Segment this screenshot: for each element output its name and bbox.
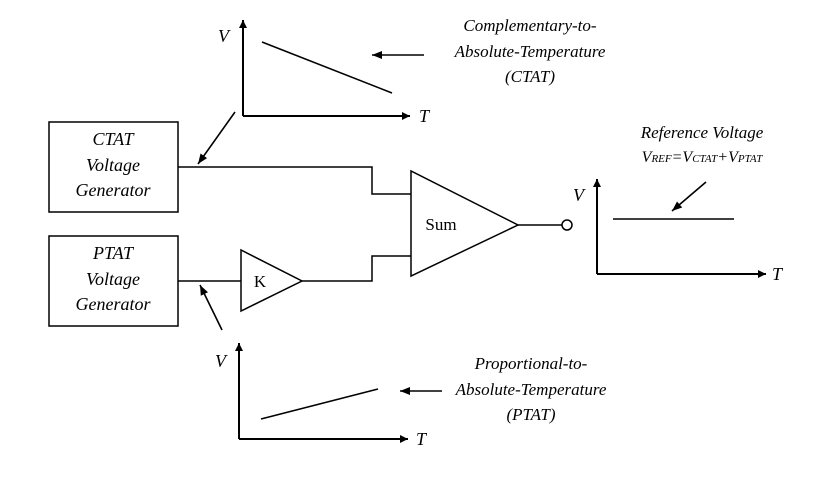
ptat-generator-line2: Voltage: [86, 269, 140, 289]
gain-to-sum-wire: [302, 255, 411, 282]
reference-y-axis-label: V: [573, 185, 586, 205]
sum-label: Sum: [425, 215, 456, 234]
ptat-curve: [260, 388, 379, 420]
gain-block: K: [240, 248, 304, 313]
ctat-generator-line1: CTAT: [92, 129, 135, 149]
ptat-caption-line1: Proportional-to-: [474, 354, 588, 373]
ctat-pointer-arrow: [197, 111, 236, 165]
reference-voltage-title: Reference Voltage: [640, 123, 764, 142]
reference-voltage-graph: Reference Voltage VREF=VCTAT+VPTAT V T: [573, 123, 784, 284]
sum-block: Sum: [410, 169, 520, 278]
reference-x-axis-label: T: [772, 264, 784, 284]
ptat-caption-line3: (PTAT): [506, 405, 555, 424]
ptat-graph: V T Proportional-to- Absolute-Temperatur…: [215, 343, 607, 449]
ctat-curve: [261, 41, 393, 94]
ctat-generator-line3: Generator: [76, 180, 152, 200]
sum-triangle: [410, 169, 520, 278]
ctat-x-axis-label: T: [419, 106, 431, 126]
ctat-y-axis-label: V: [218, 26, 231, 46]
ptat-y-axis-label: V: [215, 351, 228, 371]
reference-pointer-arrow: [671, 181, 707, 212]
gain-label: K: [254, 272, 267, 291]
ctat-generator-block: CTAT Voltage Generator: [48, 121, 179, 213]
ctat-caption-line1: Complementary-to-: [463, 16, 596, 35]
reference-voltage-equation: VREF=VCTAT+VPTAT: [642, 149, 764, 166]
ctat-graph: V T Complementary-to- Absolute-Temperatu…: [218, 16, 606, 126]
gain-triangle: [240, 248, 304, 313]
ptat-pointer-arrow: [199, 284, 223, 331]
ptat-x-axis-label: T: [416, 429, 428, 449]
output-terminal: [561, 219, 573, 231]
ctat-generator-line2: Voltage: [86, 155, 140, 175]
ctat-caption-line3: (CTAT): [505, 67, 555, 86]
ptat-generator-block: PTAT Voltage Generator: [48, 235, 179, 327]
ctat-to-sum-wire: [178, 166, 411, 195]
ptat-generator-line1: PTAT: [92, 243, 135, 263]
ctat-caption-line2: Absolute-Temperature: [454, 42, 606, 61]
ptat-generator-line3: Generator: [76, 294, 152, 314]
ptat-caption-line2: Absolute-Temperature: [455, 380, 607, 399]
